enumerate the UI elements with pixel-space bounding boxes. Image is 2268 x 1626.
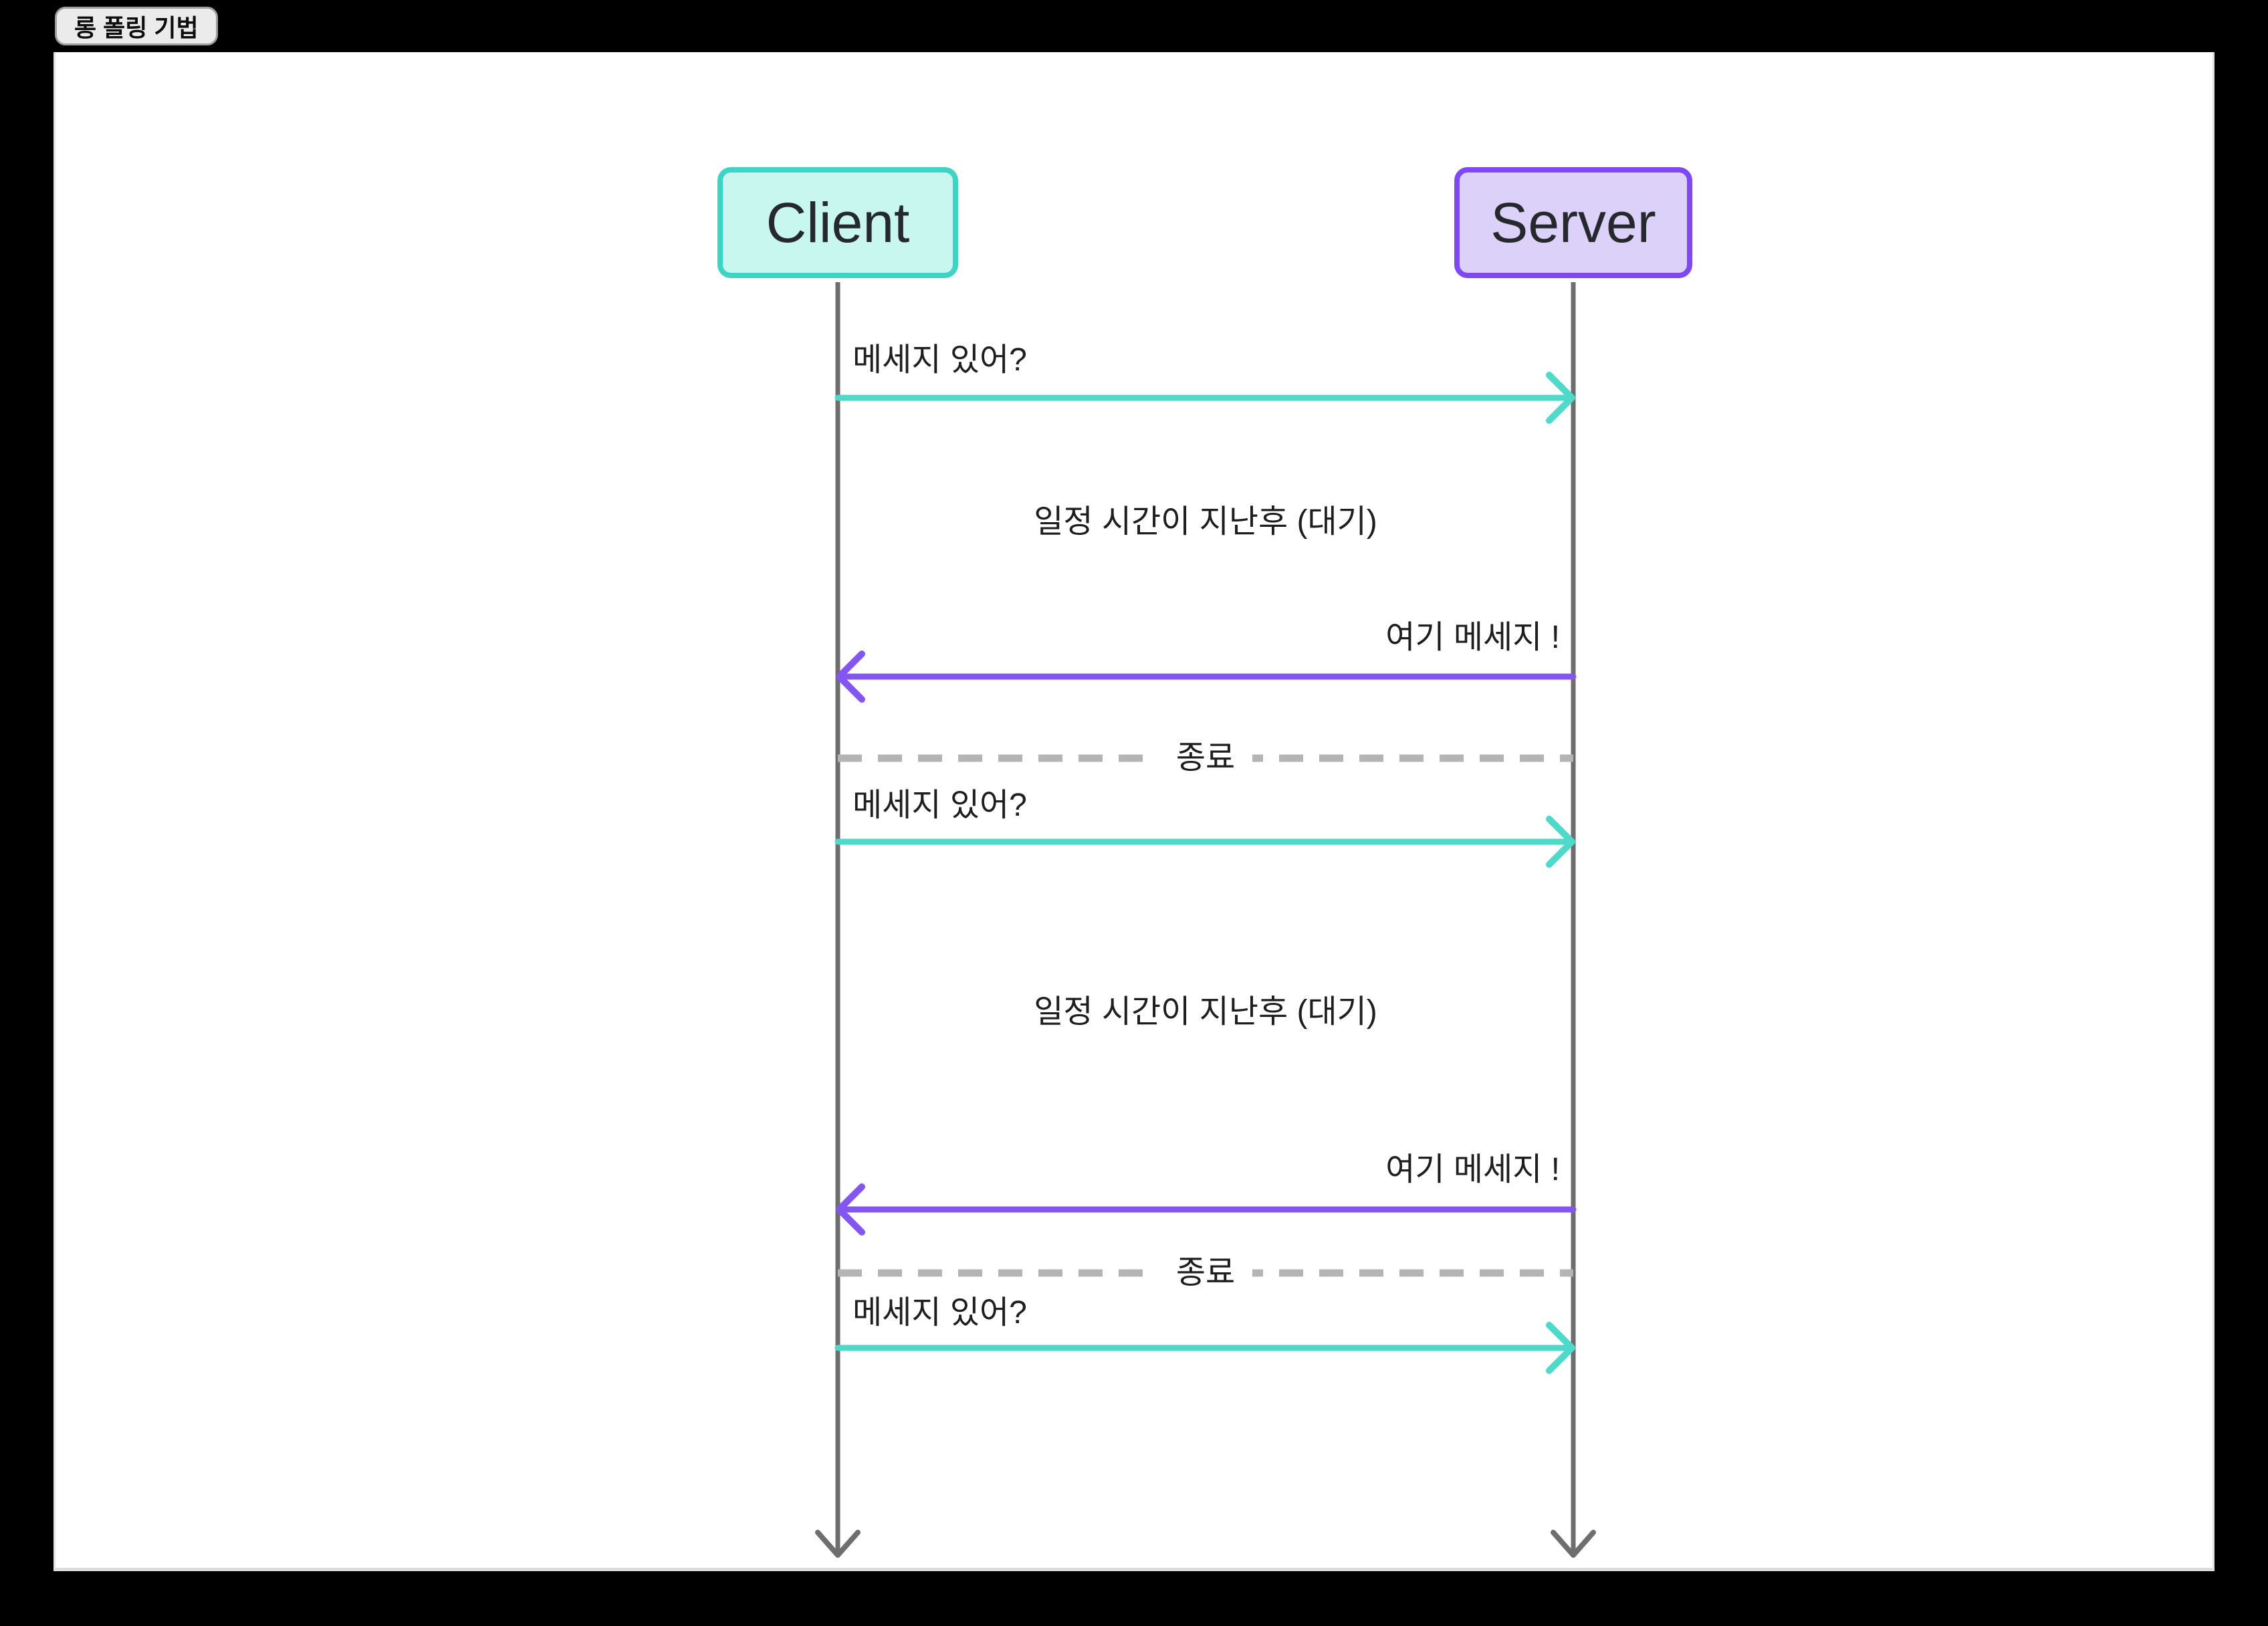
actor-box-client[interactable]: Client [717,167,958,278]
end-divider-label-1[interactable]: 종료 [834,737,1577,780]
message-label-1[interactable]: 메세지 있어? [853,342,1027,378]
message-label-2[interactable]: 여기 메세지 ! [1385,620,1560,655]
actor-label-client: Client [766,191,910,254]
message-label-3[interactable]: 메세지 있어? [853,788,1027,823]
actor-box-server[interactable]: Server [1454,167,1692,278]
diagram-title-text: 롱 폴링 기법 [74,14,199,41]
down-arrowhead-icon [815,1530,861,1558]
right-arrowhead-icon [1546,372,1575,424]
end-divider-text-2: 종료 [1158,1252,1253,1294]
end-divider-text-1: 종료 [1158,737,1253,780]
server-lifeline[interactable] [1545,282,1601,1560]
message-arrow-4-server-to-client[interactable] [834,1169,1577,1250]
message-arrow-2-server-to-client[interactable] [834,636,1577,717]
whiteboard-canvas[interactable]: Client Server 메세지 있어? 일정 시간이 지난후 (대기) 여기… [53,52,2215,1571]
left-arrowhead-icon [836,651,865,703]
message-label-4[interactable]: 여기 메세지 ! [1385,1152,1560,1187]
message-arrow-5-client-to-server[interactable] [834,1308,1577,1388]
down-arrowhead-icon [1551,1530,1596,1558]
message-arrow-1-client-to-server[interactable] [834,358,1577,438]
message-arrow-3-client-to-server[interactable] [834,802,1577,882]
actor-label-server: Server [1490,191,1656,254]
left-arrowhead-icon [836,1183,865,1236]
wait-note-1[interactable]: 일정 시간이 지난후 (대기) [1034,504,1377,540]
diagram-title-badge[interactable]: 롱 폴링 기법 [55,7,218,45]
message-label-5[interactable]: 메세지 있어? [853,1295,1027,1330]
right-arrowhead-icon [1546,816,1575,868]
right-arrowhead-icon [1546,1322,1575,1374]
client-lifeline[interactable] [810,282,866,1560]
end-divider-label-2[interactable]: 종료 [834,1252,1577,1294]
wait-note-2[interactable]: 일정 시간이 지난후 (대기) [1034,994,1377,1030]
